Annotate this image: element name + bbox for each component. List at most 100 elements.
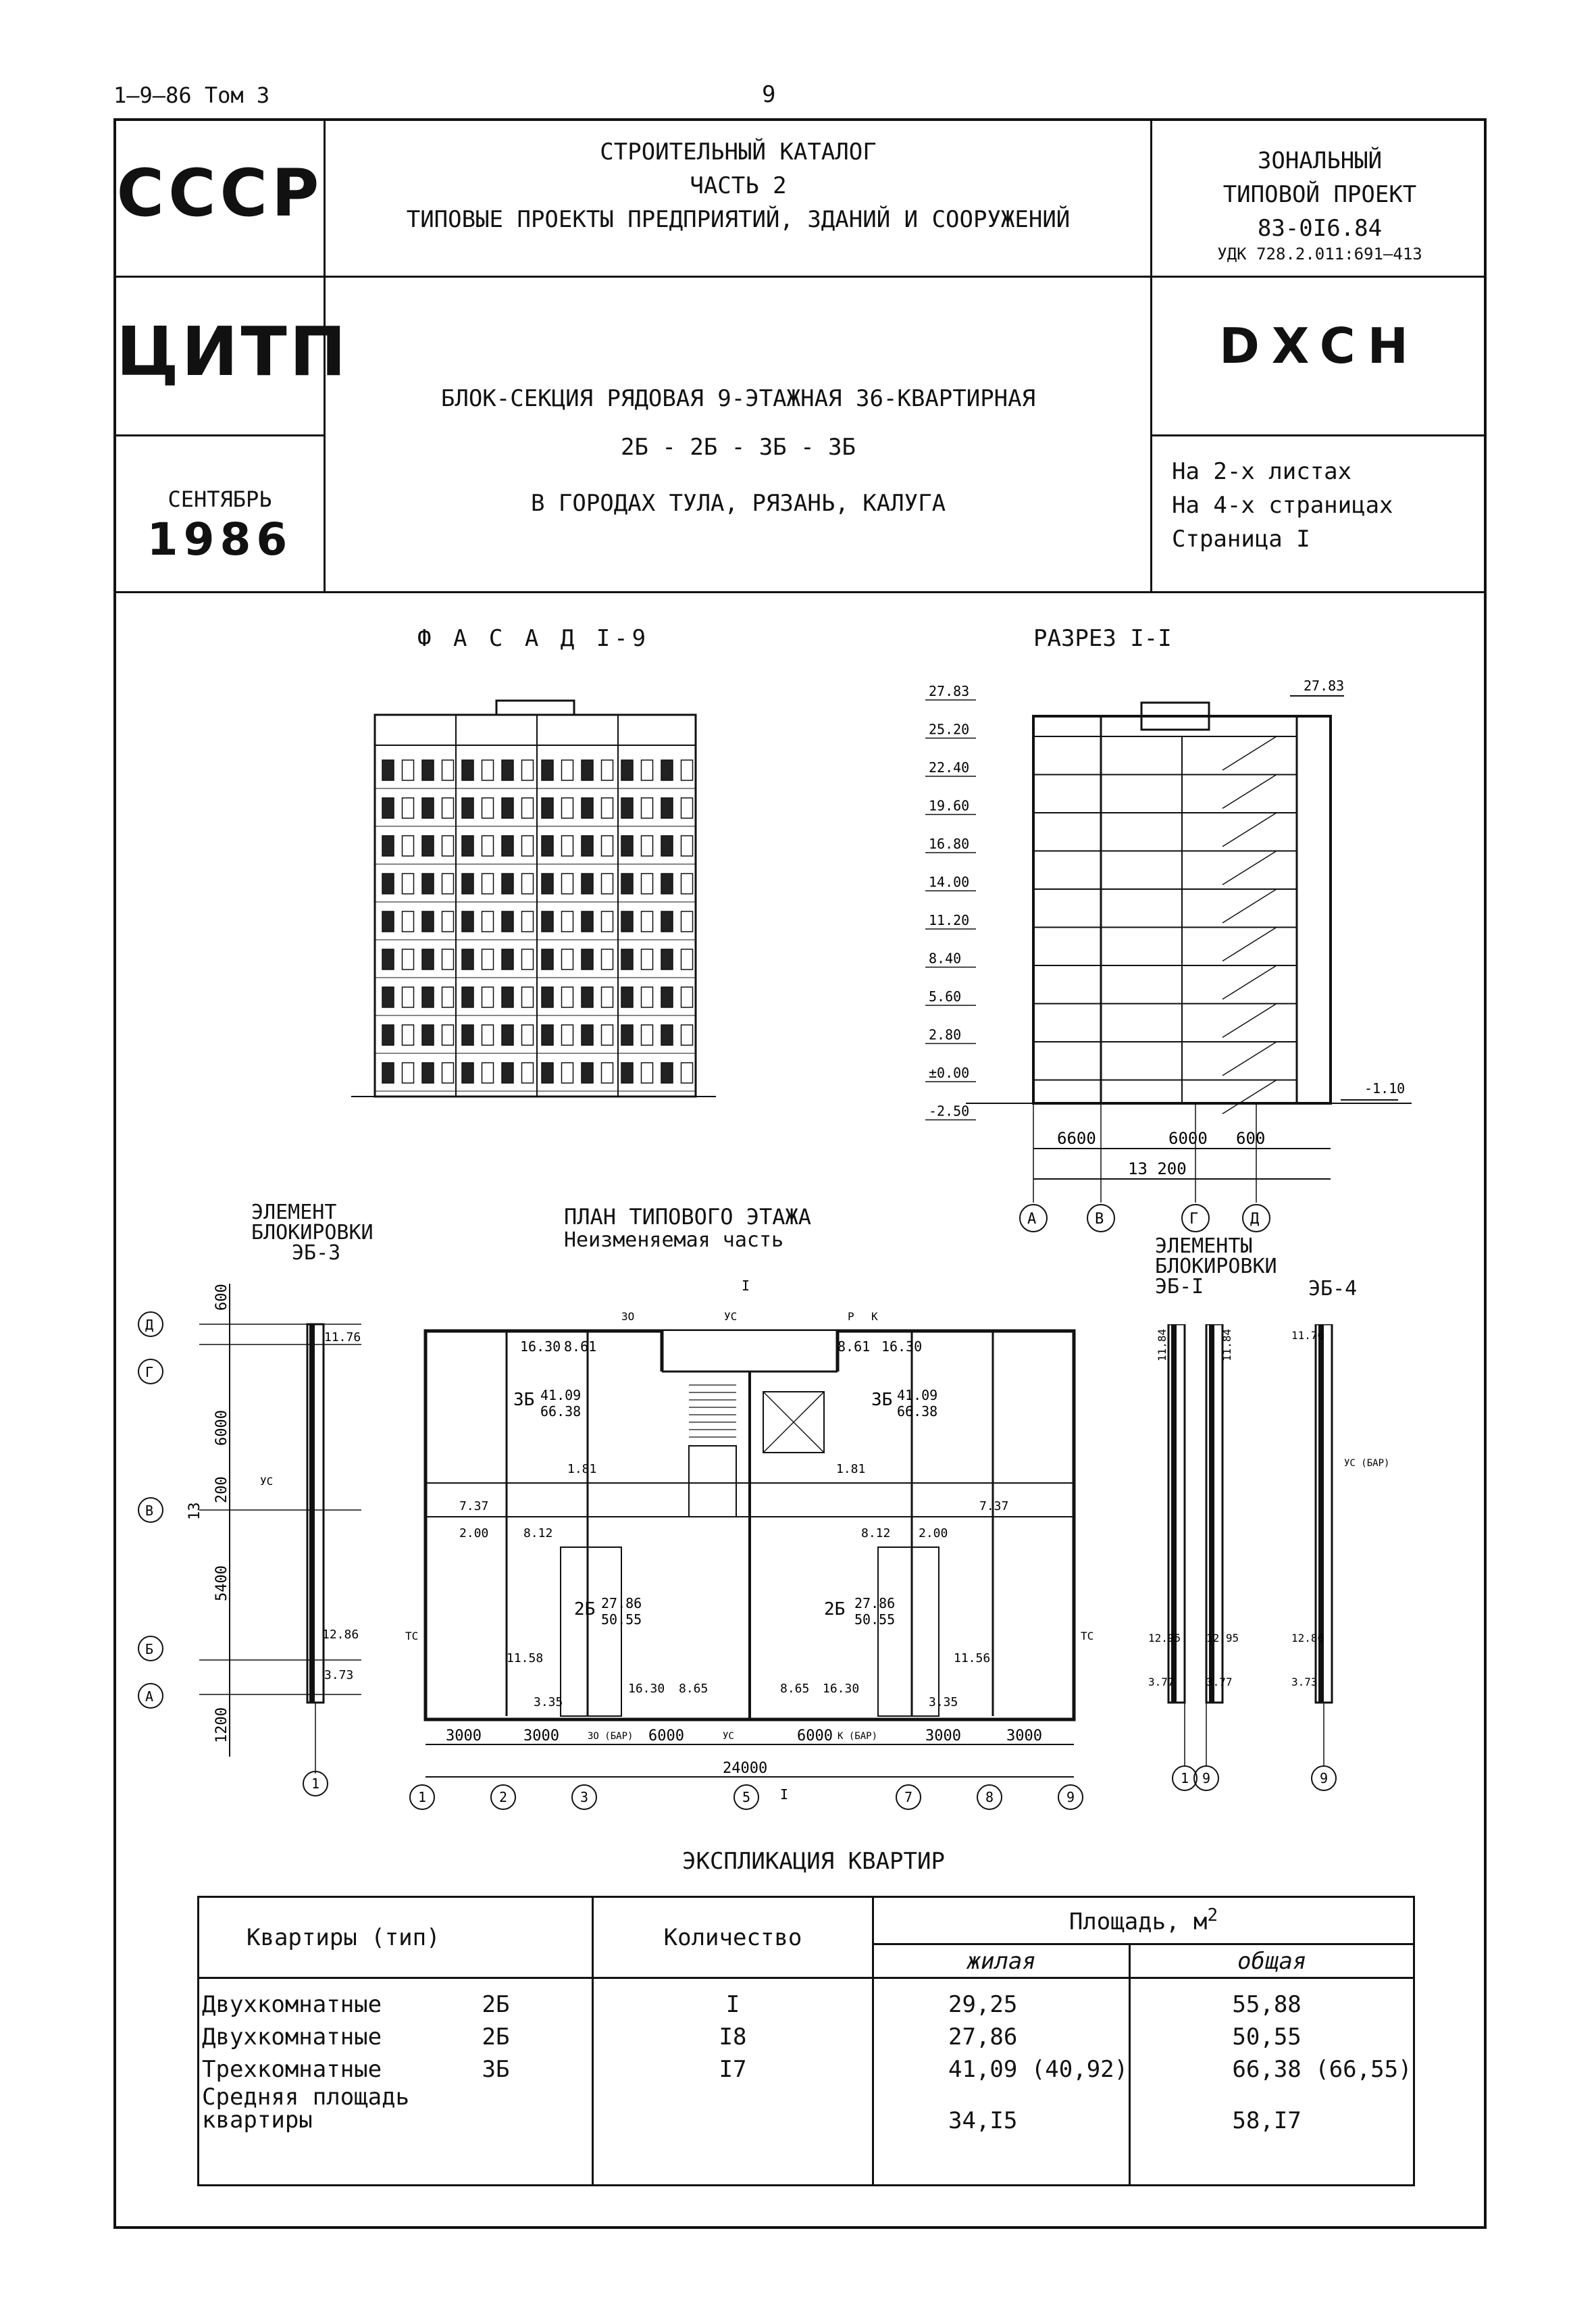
series-label: 1–9–86 Том 3: [113, 82, 270, 108]
section-stair: [1222, 850, 1277, 886]
yc-bar-label: УС: [723, 1731, 734, 1742]
col-type-header: Квартиры (тип): [197, 1896, 594, 1979]
facade-window: [421, 797, 434, 819]
left-axis-a: А: [145, 1688, 153, 1705]
section-level-label: 25.20: [929, 722, 969, 738]
facade-window: [521, 835, 534, 857]
zo-label: ЗО: [621, 1310, 634, 1323]
facade-window: [382, 835, 394, 857]
project-code: 83-0I6.84: [1257, 215, 1383, 242]
room-812-left: 8.12: [523, 1526, 552, 1540]
facade-window: [461, 911, 474, 932]
facade-window: [621, 1024, 634, 1046]
facade-window: [621, 759, 634, 781]
section-level-label: ±0.00: [929, 1065, 969, 1081]
facade-window: [501, 873, 514, 895]
k-label: К: [871, 1310, 878, 1323]
eb1-axis-1: 1: [1181, 1770, 1189, 1786]
plan-dim-3: 6000: [648, 1728, 684, 1744]
area-3b-left: 41.09: [540, 1387, 581, 1403]
room-181-right: 1.81: [836, 1462, 865, 1476]
facade-window: [441, 949, 455, 970]
facade-window: [661, 1024, 673, 1046]
p-label: Р: [848, 1310, 854, 1323]
facade-window: [501, 986, 514, 1008]
facade-window: [621, 797, 634, 819]
facade-window: [680, 835, 694, 857]
facade-window: [541, 1024, 554, 1046]
plan-axis-label: 1: [418, 1789, 426, 1805]
facade-window: [561, 911, 574, 932]
area-2b-right: 27.86: [854, 1595, 895, 1611]
apt-3b-right: 3Б: [871, 1390, 892, 1410]
facade-window: [640, 835, 654, 857]
facade-window: [621, 835, 634, 857]
facade-window: [481, 797, 494, 819]
area-3b-total-right: 66.38: [897, 1403, 937, 1419]
facade-window: [640, 949, 654, 970]
plan-axis-circle: [977, 1784, 1002, 1810]
eb3-level-1: 11.76: [324, 1330, 361, 1344]
facade-window: [401, 873, 415, 895]
facade-window: [461, 949, 474, 970]
rows-total-cell: 55,88 50,55 66,38 (66,55) 58,I7: [1129, 1977, 1415, 2186]
left-dim-6000: 6000: [213, 1410, 230, 1446]
facade-window: [521, 797, 534, 819]
facade-window: [382, 873, 394, 895]
room-865-right: 8.65: [780, 1682, 809, 1696]
section-level-label: 5.60: [929, 988, 961, 1005]
facade-window: [421, 1024, 434, 1046]
facade-window: [621, 949, 634, 970]
facade-window: [541, 1062, 554, 1084]
room-200-left: 2.00: [459, 1526, 488, 1540]
room-1156: 11.56: [954, 1651, 990, 1665]
rows-count-cell: I I8 I7: [592, 1977, 874, 2186]
elements-right-title: ЭЛЕМЕНТЫ БЛОКИРОВКИ ЭБ-I: [1155, 1234, 1277, 1299]
facade-window: [441, 835, 455, 857]
facade-window: [541, 759, 554, 781]
col-total-header: общая: [1129, 1943, 1415, 1979]
title-line1: БЛОК-СЕКЦИЯ РЯДОВАЯ 9-ЭТАЖНАЯ 36-КВАРТИР…: [440, 385, 1036, 412]
facade-window: [481, 1024, 494, 1046]
facade-window: [521, 759, 534, 781]
facade-window: [680, 1024, 694, 1046]
facade-window: [621, 1062, 634, 1084]
facade-window: [640, 797, 654, 819]
facade-window: [521, 949, 534, 970]
section-level-label: 27.83: [929, 683, 969, 699]
room-1630-bottom-right: 16.30: [823, 1682, 859, 1696]
facade-window: [581, 835, 594, 857]
zonal-line2: ТИПОВОЙ ПРОЕКТ: [1222, 181, 1417, 208]
facade-window: [401, 797, 415, 819]
plan-axis-label: 8: [985, 1789, 994, 1805]
section-axis-d: Д: [1250, 1211, 1259, 1228]
facade-window: [401, 986, 415, 1008]
facade-window: [661, 986, 673, 1008]
room-1630-bottom-left: 16.30: [628, 1682, 665, 1696]
section-axis-g: Г: [1189, 1211, 1198, 1228]
section-level-label: -2.50: [929, 1103, 969, 1120]
facade-window: [521, 1062, 534, 1084]
room-861-right: 8.61: [838, 1338, 870, 1355]
facade-window: [581, 797, 594, 819]
facade-window: [581, 1062, 594, 1084]
eb4-level-1: 11.76: [1291, 1329, 1324, 1342]
plan-title: ПЛАН ТИПОВОГО ЭТАЖА: [564, 1204, 812, 1230]
facade-window: [421, 911, 434, 932]
eb4-level-3: 3.73: [1291, 1676, 1318, 1688]
facade-window: [581, 1024, 594, 1046]
facade-window: [561, 1062, 574, 1084]
area-2b-total-left: 50.55: [601, 1611, 642, 1628]
facade-window: [481, 986, 494, 1008]
facade-window: [661, 797, 673, 819]
area-3b-right: 41.09: [897, 1387, 937, 1403]
facade-window: [441, 873, 455, 895]
facade-window: [661, 911, 673, 932]
facade-window: [461, 835, 474, 857]
facade-window: [680, 986, 694, 1008]
facade-window: [461, 986, 474, 1008]
room-1630-right: 16.30: [881, 1338, 922, 1355]
plan-axis-label: 9: [1066, 1789, 1075, 1805]
facade-window: [680, 759, 694, 781]
eb3-level-2: 12.86: [322, 1628, 359, 1642]
